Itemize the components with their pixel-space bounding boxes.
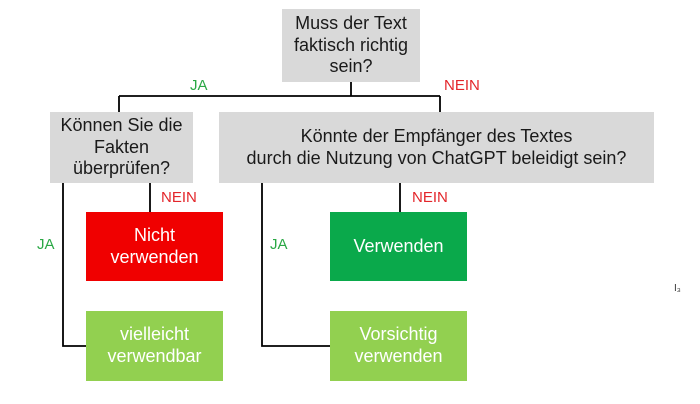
label-nein-offended: NEIN [412, 189, 448, 206]
label-ja-verify: JA [37, 236, 55, 253]
label-ja-top: JA [190, 77, 208, 94]
connector-q3-to-vorsichtig [261, 183, 330, 347]
outcome-nicht-verwenden: Nicht verwenden [86, 212, 223, 281]
question-verify-facts: Können Sie die Fakten überprüfen? [50, 112, 193, 183]
label-nein-verify: NEIN [161, 189, 197, 206]
stray-mark: I₃ [674, 283, 681, 294]
label-nein-top: NEIN [444, 77, 480, 94]
outcome-vorsichtig-verwenden: Vorsichtig verwenden [330, 311, 467, 381]
outcome-verwenden: Verwenden [330, 212, 467, 281]
question-recipient-offended: Könnte der Empfänger des Textes durch di… [219, 112, 654, 183]
label-ja-offended: JA [270, 236, 288, 253]
connector-q2-to-vielleicht [62, 183, 86, 347]
question-factual-correctness: Muss der Text faktisch richtig sein? [282, 9, 420, 82]
outcome-vielleicht-verwendbar: vielleicht verwendbar [86, 311, 223, 381]
